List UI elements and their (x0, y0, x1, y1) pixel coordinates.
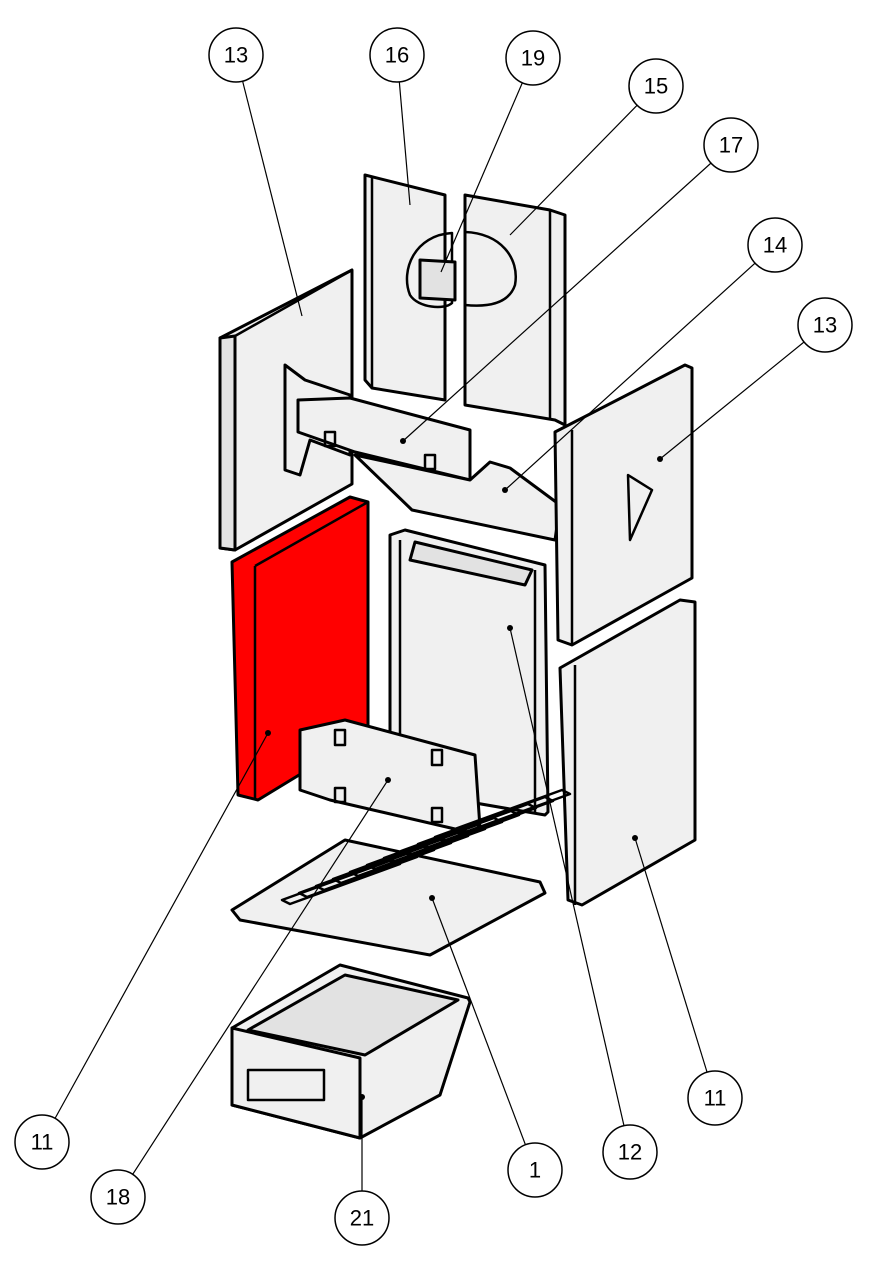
callout-15: 15 (628, 58, 684, 114)
callout-19: 19 (505, 30, 561, 86)
callout-16: 16 (369, 27, 425, 83)
callout-label: 16 (385, 43, 409, 68)
callout-12: 12 (602, 1124, 658, 1180)
callout-label: 1 (529, 1158, 541, 1183)
callout-13-right: 13 (797, 297, 853, 353)
callout-label: 18 (106, 1185, 130, 1210)
callout-label: 17 (719, 133, 743, 158)
callout-label: 15 (644, 74, 668, 99)
callout-label: 13 (813, 313, 837, 338)
callout-14: 14 (747, 217, 803, 273)
callout-18: 18 (90, 1169, 146, 1225)
part-15-back-panel-right (463, 193, 567, 427)
callout-label: 11 (31, 1130, 54, 1155)
part-16-back-panel-left (363, 173, 457, 402)
grate-slot (450, 788, 572, 836)
leader-lines (41, 54, 826, 1218)
callout-label: 11 (704, 1086, 727, 1111)
part-13-right-panel (553, 363, 694, 647)
callout-label: 14 (763, 233, 787, 258)
callout-21: 21 (334, 1190, 390, 1246)
part-14-deflector (353, 453, 562, 542)
callout-label: 19 (521, 46, 545, 71)
callout-label: 21 (350, 1206, 374, 1231)
callout-label: 13 (224, 43, 248, 68)
callout-17: 17 (703, 117, 759, 173)
part-11-right-panel (558, 598, 697, 907)
callout-label: 12 (618, 1140, 642, 1165)
part-1-grate (230, 788, 572, 957)
callout-1: 1 (507, 1142, 563, 1198)
callout-11-left: 11 (14, 1114, 70, 1170)
part-17-horizontal-bar (283, 363, 472, 482)
callout-11-right: 11 (687, 1070, 743, 1126)
part-21-ash-pan (230, 963, 472, 1140)
callout-13-left: 13 (208, 27, 264, 83)
